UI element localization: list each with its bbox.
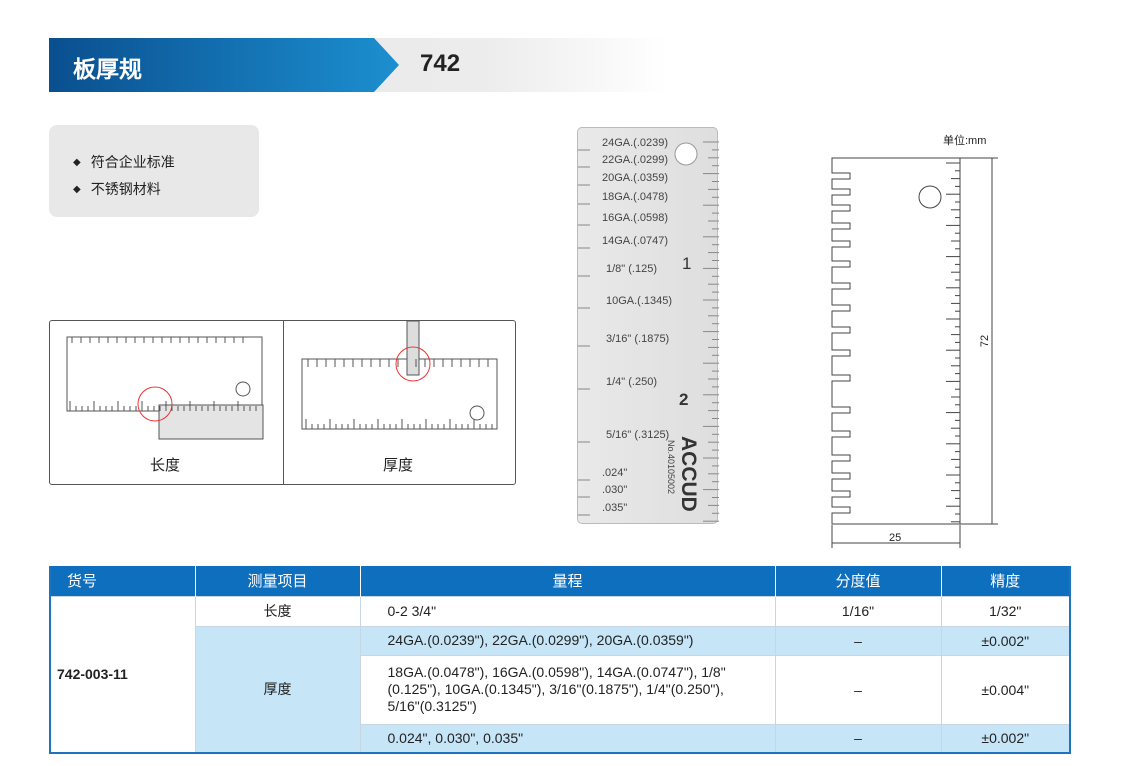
- feature-item: 不锈钢材料: [73, 176, 259, 203]
- col-range: 量程: [359, 566, 775, 596]
- header-title-band: [49, 38, 399, 92]
- dimension-width: 25: [889, 532, 902, 544]
- graduation: 1/16": [774, 595, 942, 627]
- range: 24GA.(0.0239"), 22GA.(0.0299"), 20GA.(0.…: [359, 625, 776, 656]
- accuracy: ±0.002": [940, 625, 1071, 656]
- page-title: 板厚规: [73, 56, 142, 82]
- table-row: 厚度 24GA.(0.0239"), 22GA.(0.0299"), 20GA.…: [50, 625, 1071, 754]
- accuracy: 1/32": [940, 595, 1071, 627]
- feature-list: 符合企业标准 不锈钢材料: [49, 125, 259, 217]
- gauge-slot-label: 16GA.(.0598): [602, 212, 669, 224]
- model-number: 742: [420, 50, 461, 77]
- part-number: No.40105002: [666, 440, 676, 495]
- col-item-no: 货号: [50, 566, 195, 596]
- accuracy: ±0.004": [940, 654, 1071, 725]
- gauge-slot-label: 10GA.(.1345): [606, 295, 673, 307]
- caption-length: 长度: [150, 457, 181, 474]
- graduation: –: [774, 654, 942, 725]
- item-number: 742-003-11: [49, 595, 196, 754]
- accuracy: ±0.002": [940, 723, 1071, 754]
- gauge-ruler: [578, 141, 719, 522]
- gauge-slot-label: 1/4" (.250): [606, 376, 657, 388]
- graduation: –: [774, 723, 942, 754]
- gauge-photo: 24GA.(.0239) 22GA.(.0299) 20GA.(.0359) 18GA…: [577, 127, 719, 524]
- range: 18GA.(0.0478"), 16GA.(0.0598"), 14GA.(0.…: [359, 654, 776, 725]
- measure-item: 厚度: [194, 625, 361, 754]
- divider: [283, 321, 284, 484]
- scale-mark-2: 2: [679, 390, 689, 409]
- spec-table: 货号 测量项目 量程 分度值 精度 742-003-11 长度 0-2 3/4"…: [49, 566, 1071, 754]
- table-row: 18GA.(0.0478"), 16GA.(0.0598"), 14GA.(0.…: [50, 654, 1071, 725]
- range: 0.024", 0.030", 0.035": [359, 723, 776, 754]
- gauge-slot-label: 14GA.(.0747): [602, 235, 669, 247]
- measure-item: 长度: [194, 595, 361, 627]
- gauge-slot-label: 1/8" (.125): [606, 263, 657, 275]
- gauge-slot-label: 20GA.(.0359): [602, 172, 669, 184]
- col-accuracy: 精度: [940, 566, 1070, 596]
- brand-logo: ACCUD: [677, 436, 700, 512]
- dimension-height: 72: [979, 334, 992, 348]
- graduation: –: [774, 625, 942, 656]
- gauge-slot-label: 18GA.(.0478): [602, 191, 669, 203]
- table-header: 货号 测量项目 量程 分度值 精度: [50, 566, 1070, 596]
- gauge-slot-label: 5/16" (.3125): [606, 429, 670, 441]
- length-measure-illustration: [66, 321, 498, 440]
- table-row: 742-003-11 长度 0-2 3/4" 1/16" 1/32": [49, 595, 1071, 754]
- col-graduation: 分度值: [774, 566, 941, 596]
- gauge-slot-label: 22GA.(.0299): [602, 154, 669, 166]
- gauge-slot-label: 3/16" (.1875): [606, 333, 670, 345]
- gauge-slot-label: 24GA.(.0239): [602, 137, 669, 149]
- feature-item: 符合企业标准: [73, 149, 259, 176]
- range: 0-2 3/4": [359, 595, 776, 627]
- gauge-slot-label: .030": [602, 484, 628, 496]
- usage-illustrations: 长度 厚度: [49, 320, 516, 485]
- technical-drawing: [831, 157, 998, 548]
- scale-mark-1: 1: [682, 254, 692, 273]
- caption-thickness: 厚度: [383, 457, 414, 474]
- gauge-slot-label: .024": [602, 467, 628, 479]
- gauge-slot-label: .035": [602, 502, 628, 514]
- unit-label: 单位:mm: [943, 135, 987, 147]
- col-measure-item: 测量项目: [194, 566, 360, 596]
